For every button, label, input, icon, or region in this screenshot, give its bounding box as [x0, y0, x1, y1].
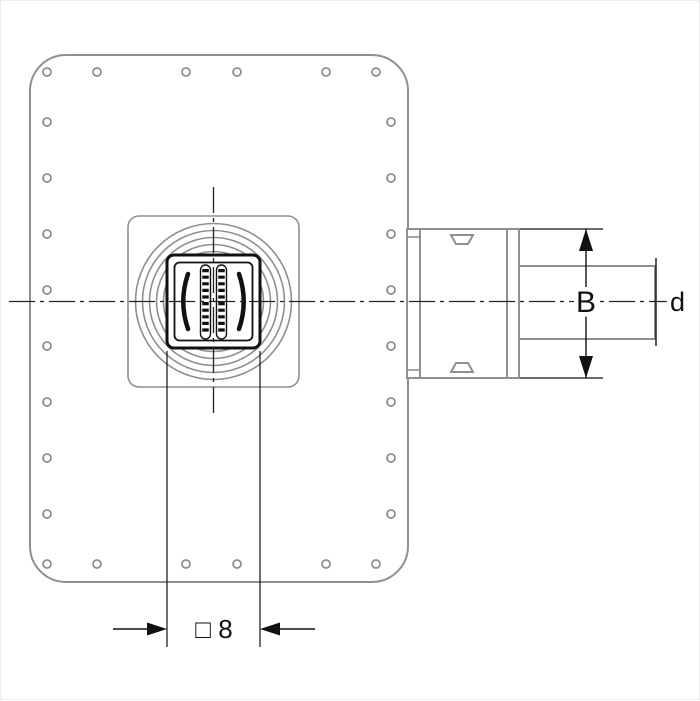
outlet-assembly — [406, 228, 656, 379]
fastening-hole — [42, 509, 52, 519]
outlet-flange — [406, 228, 520, 379]
arrow-right-icon — [147, 622, 167, 636]
fastening-hole — [42, 559, 52, 569]
fastening-hole — [386, 509, 396, 519]
fastening-hole — [386, 285, 396, 295]
flange-clip-top — [449, 234, 475, 245]
dimension-grate-width: □ 8 — [113, 351, 315, 649]
centerlines — [9, 187, 667, 414]
fastening-holes-left — [42, 117, 52, 519]
fastening-hole — [42, 173, 52, 183]
fastening-hole — [371, 67, 381, 77]
outlet-pipe — [518, 265, 656, 340]
fastening-hole — [386, 117, 396, 127]
fastening-hole — [181, 559, 191, 569]
fastening-hole — [386, 341, 396, 351]
fastening-hole — [42, 285, 52, 295]
fastening-hole — [386, 397, 396, 407]
fastening-hole — [42, 397, 52, 407]
dimension-b: B — [520, 228, 603, 379]
dimension-grate-size-label: □ 8 — [195, 614, 232, 644]
dimension-b-label: B — [576, 286, 596, 319]
fastening-hole — [321, 67, 331, 77]
fastening-hole — [371, 559, 381, 569]
fastening-hole — [92, 559, 102, 569]
fastening-hole — [386, 173, 396, 183]
dimension-d-label: d — [670, 287, 685, 317]
arrow-down-icon — [579, 356, 593, 378]
fastening-holes-bottom — [42, 559, 381, 569]
fastening-hole — [92, 67, 102, 77]
fastening-hole — [42, 117, 52, 127]
fastening-hole — [42, 229, 52, 239]
fastening-hole — [42, 453, 52, 463]
arrow-up-icon — [579, 229, 593, 251]
fastening-hole — [42, 67, 52, 77]
flange-clip-bottom — [449, 362, 475, 373]
fastening-holes-top — [42, 67, 381, 77]
fastening-hole — [386, 229, 396, 239]
fastening-hole — [321, 559, 331, 569]
arrow-left-icon — [260, 622, 280, 636]
fastening-hole — [181, 67, 191, 77]
fastening-hole — [232, 67, 242, 77]
fastening-hole — [386, 453, 396, 463]
fastening-hole — [42, 341, 52, 351]
fastening-holes-right — [386, 117, 396, 519]
fastening-hole — [232, 559, 242, 569]
